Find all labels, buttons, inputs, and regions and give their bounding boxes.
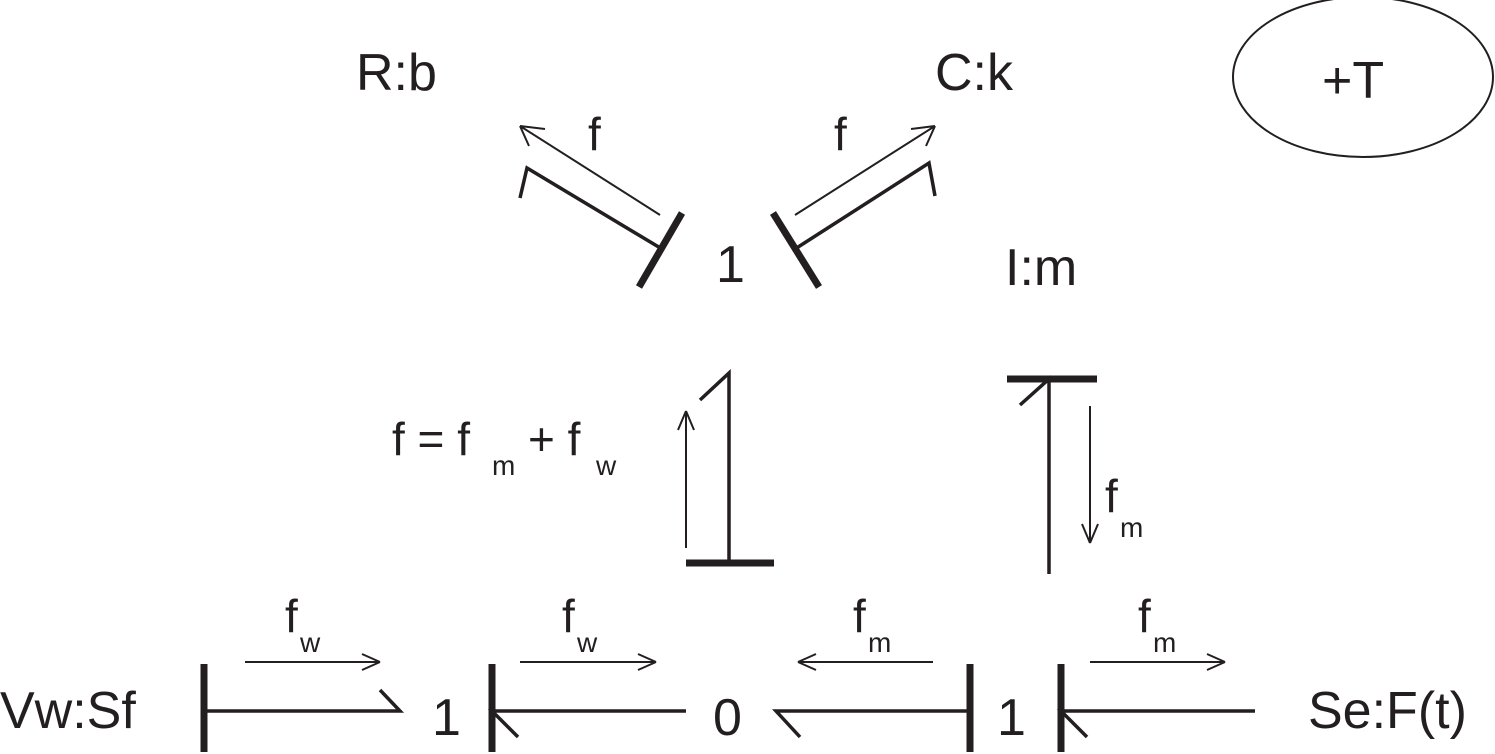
- flow-sub-bottom-3: m: [868, 627, 891, 658]
- bond-source-to-left-one: [200, 664, 405, 752]
- flow-label-bottom-4: f: [1138, 590, 1151, 642]
- flow-label-capacitor: f: [834, 108, 847, 160]
- inertia-label: I:m: [1005, 239, 1077, 297]
- flow-label-resistor: f: [588, 108, 601, 160]
- resistor-label: R:b: [356, 44, 437, 102]
- bond-zero-to-top: [686, 368, 774, 567]
- bond-source-to-right-one: [1056, 664, 1255, 752]
- right-one-junction: 1: [997, 689, 1026, 747]
- left-one-junction: 1: [432, 689, 461, 747]
- flow-sub-bottom-2: w: [576, 627, 598, 658]
- flow-label-inertia: f: [1105, 470, 1118, 522]
- flow-arrow-bottom-3: [797, 653, 933, 671]
- flow-arrow-resistor: [519, 125, 661, 216]
- flow-sub-bottom-4: m: [1153, 627, 1176, 658]
- bond-to-capacitor: [770, 160, 937, 289]
- flow-sub-inertia: m: [1120, 512, 1143, 543]
- flow-sub-bottom-1: w: [299, 627, 321, 658]
- flow-arrow-capacitor: [794, 125, 936, 216]
- flow-arrow-vertical-main: [677, 410, 695, 548]
- flow-equation: f = f m + f w: [392, 413, 617, 481]
- bond-to-resistor: [518, 165, 686, 289]
- flow-arrow-bottom-1: [245, 653, 381, 671]
- svg-text:+ f: + f: [528, 413, 581, 465]
- zero-junction: 0: [713, 689, 742, 747]
- capacitor-label: C:k: [935, 44, 1014, 102]
- bond-right-one-to-zero: [772, 664, 974, 752]
- temp-label: +T: [1322, 52, 1384, 110]
- flow-label-bottom-2: f: [562, 590, 575, 642]
- temp-ellipse: [1232, 0, 1494, 158]
- flow-arrow-bottom-4: [1090, 653, 1226, 671]
- flow-source-label: Vw:Sf: [0, 682, 136, 740]
- top-one-junction: 1: [716, 236, 745, 294]
- bond-zero-to-left-one: [487, 664, 686, 752]
- flow-label-bottom-1: f: [285, 590, 298, 642]
- flow-arrow-inertia: [1081, 406, 1099, 544]
- svg-text:m: m: [492, 450, 515, 481]
- flow-label-bottom-3: f: [853, 590, 866, 642]
- svg-text:f = f: f = f: [392, 413, 470, 465]
- flow-arrow-bottom-2: [520, 653, 657, 671]
- bond-to-inertia: [1007, 375, 1097, 574]
- svg-text:w: w: [595, 450, 617, 481]
- effort-source-label: Se:F(t): [1308, 682, 1467, 740]
